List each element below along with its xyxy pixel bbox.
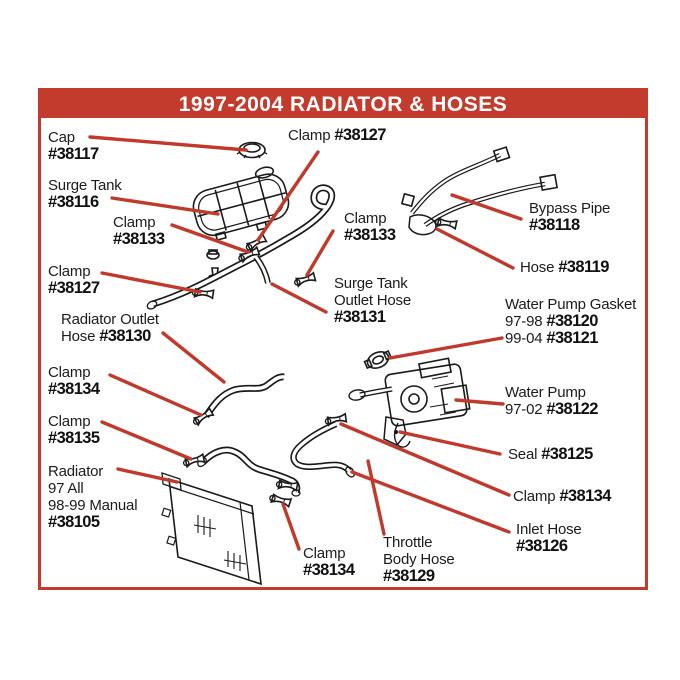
inlet-hose-drawing — [290, 421, 355, 478]
part-number: #38119 — [558, 258, 609, 276]
label-hose-38119: Hose#38119 — [520, 258, 609, 277]
label-clamp-38134-bottom: Clamp #38134 — [303, 545, 355, 579]
label-radiator-outlet-hose: Radiator Outlet Hose#38130 — [61, 311, 159, 345]
title-banner: 1997-2004 RADIATOR & HOSES — [41, 91, 645, 118]
label-cap: Cap #38117 — [48, 129, 99, 163]
year-range: 97-98 — [505, 313, 543, 330]
part-name: Hose — [520, 259, 555, 276]
part-number: #38125 — [541, 445, 593, 463]
part-number: #38134 — [559, 487, 611, 505]
part-number: #38120 — [546, 312, 598, 330]
parts-illustration — [88, 135, 559, 586]
page-title: 1997-2004 RADIATOR & HOSES — [178, 92, 508, 116]
surge-tank-outlet-hose-drawing — [146, 184, 336, 310]
part-name: Radiator — [48, 463, 104, 480]
leader-lines — [88, 135, 523, 551]
part-number: #38129 — [383, 567, 435, 585]
water-pump-gasket-drawing — [363, 350, 393, 370]
part-name: Outlet Hose — [334, 292, 412, 309]
year-range: 97 All — [48, 480, 84, 497]
diagram-canvas: Cap #38117 Clamp#38127 Surge Tank #38116… — [41, 118, 645, 587]
part-number: #38127 — [48, 279, 100, 297]
year-range: 99-04 — [505, 330, 543, 347]
part-number: #38105 — [48, 513, 100, 531]
part-number: #38133 — [113, 230, 165, 248]
part-name: Body Hose — [383, 551, 455, 568]
part-name: Cap — [48, 129, 75, 146]
radiator-outlet-hose-drawing — [203, 373, 285, 419]
part-name: Hose — [61, 328, 96, 345]
part-number: #38127 — [334, 126, 386, 144]
part-number: #38118 — [529, 216, 580, 234]
part-name: Inlet Hose — [516, 521, 582, 538]
seal-drawing — [383, 416, 407, 446]
label-water-pump: Water Pump 97-02#38122 — [505, 384, 598, 418]
part-number: #38126 — [516, 537, 568, 555]
part-number: #38131 — [334, 308, 386, 326]
part-name: Radiator Outlet — [61, 311, 159, 328]
part-number: #38121 — [546, 329, 598, 347]
diagram-frame: 1997-2004 RADIATOR & HOSES — [38, 88, 648, 590]
label-clamp-38133-mid: Clamp #38133 — [344, 210, 396, 244]
label-surge-tank-outlet-hose: Surge Tank Outlet Hose #38131 — [334, 275, 411, 326]
part-name: Water Pump — [505, 384, 586, 401]
line-art — [146, 141, 559, 586]
part-name: Clamp — [288, 127, 331, 144]
part-name: Surge Tank — [48, 177, 122, 194]
part-name: Clamp — [303, 545, 346, 562]
part-number: #38130 — [99, 327, 151, 345]
part-name: Clamp — [113, 214, 156, 231]
label-inlet-hose: Inlet Hose #38126 — [516, 521, 582, 555]
part-number: #38122 — [546, 400, 598, 418]
label-seal: Seal#38125 — [508, 445, 593, 464]
part-name: Clamp — [513, 488, 556, 505]
label-clamp-38135: Clamp #38135 — [48, 413, 100, 447]
label-clamp-38127-top: Clamp#38127 — [288, 126, 386, 145]
label-clamp-38127-left: Clamp #38127 — [48, 263, 100, 297]
part-name: Seal — [508, 446, 538, 463]
part-name: Throttle — [383, 534, 433, 551]
label-clamp-38134-right: Clamp#38134 — [513, 487, 611, 506]
part-name: Bypass Pipe — [529, 200, 611, 217]
part-name: Clamp — [48, 364, 91, 381]
water-pump-drawing — [348, 357, 471, 448]
year-range: 98-99 Manual — [48, 497, 138, 514]
part-name: Clamp — [48, 263, 91, 280]
label-surge-tank: Surge Tank #38116 — [48, 177, 122, 211]
part-name: Water Pump Gasket — [505, 296, 637, 313]
part-number: #38135 — [48, 429, 100, 447]
label-throttle-body-hose: Throttle Body Hose #38129 — [383, 534, 455, 585]
year-range: 97-02 — [505, 401, 543, 418]
part-number: #38117 — [48, 145, 99, 163]
surge-tank-drawing — [192, 166, 290, 242]
part-number: #38133 — [344, 226, 396, 244]
label-clamp-38134-left: Clamp #38134 — [48, 364, 100, 398]
part-name: Surge Tank — [334, 275, 408, 292]
part-number: #38134 — [48, 380, 100, 398]
part-name: Clamp — [344, 210, 387, 227]
part-name: Clamp — [48, 413, 91, 430]
part-number: #38116 — [48, 193, 99, 211]
label-radiator: Radiator 97 All 98-99 Manual #38105 — [48, 463, 138, 531]
label-water-pump-gasket: Water Pump Gasket 97-98#38120 99-04#3812… — [505, 296, 636, 347]
radiator-drawing — [161, 472, 262, 586]
label-bypass-pipe: Bypass Pipe #38118 — [529, 200, 610, 234]
label-clamp-38133-left: Clamp #38133 — [113, 214, 165, 248]
part-number: #38134 — [303, 561, 355, 579]
lower-radiator-hose-drawing — [197, 446, 301, 497]
